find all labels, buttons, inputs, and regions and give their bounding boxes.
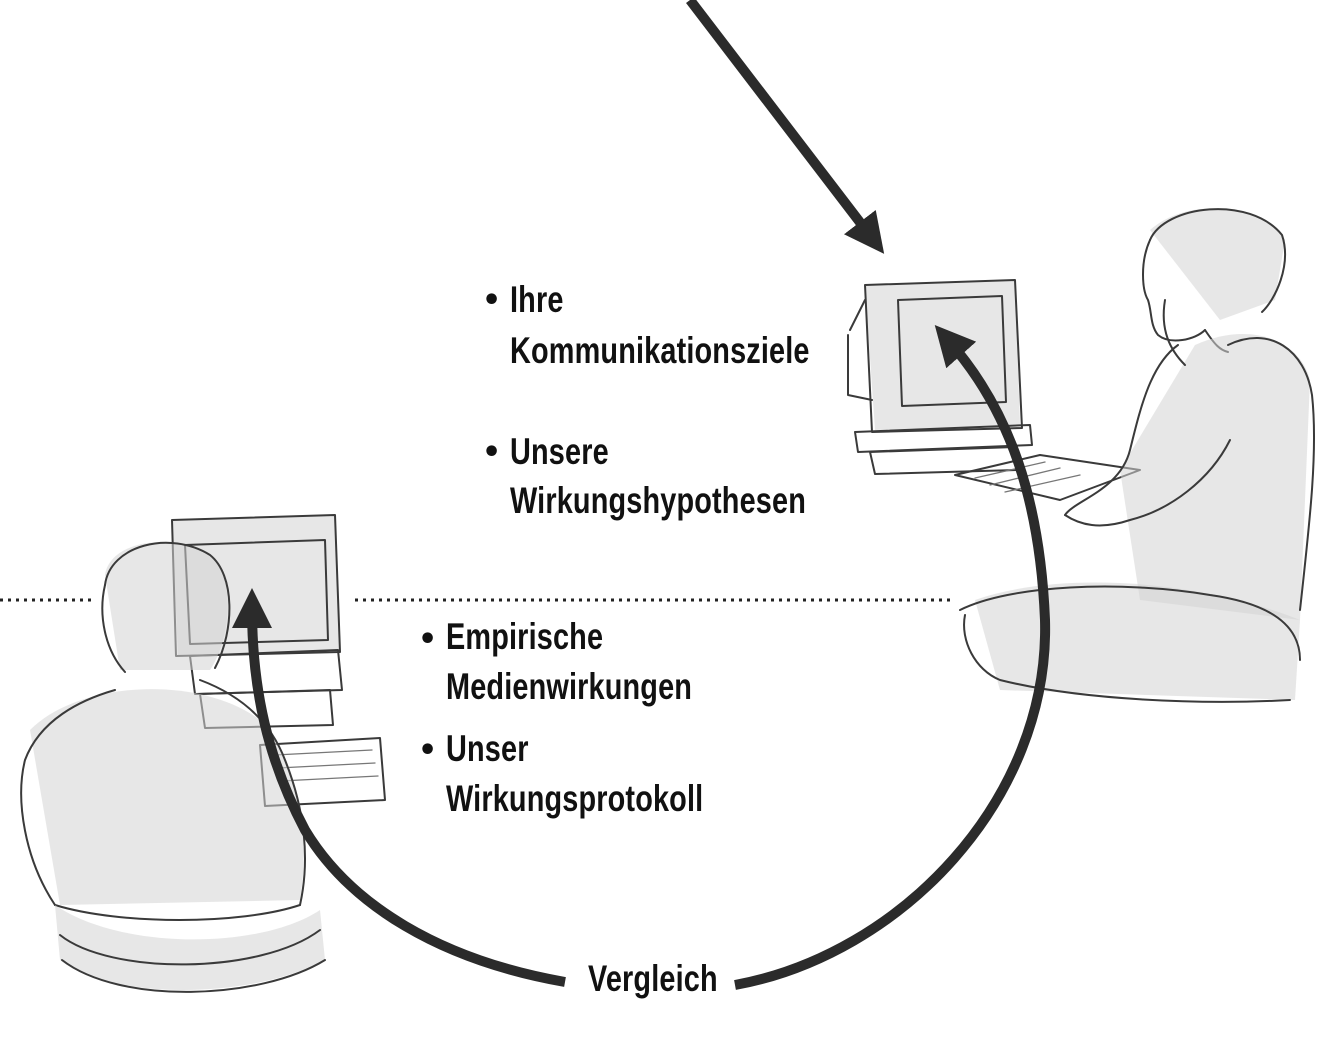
bullet-2: • — [482, 435, 501, 470]
item-1-line1: Ihre — [510, 275, 564, 325]
incoming-arrow — [690, 0, 872, 238]
bullet-1: • — [482, 283, 501, 318]
item-4-line1: Unser — [446, 724, 529, 774]
left-person-illustration — [21, 515, 385, 992]
item-4-line2: Wirkungsprotokoll — [446, 774, 703, 824]
bullet-4: • — [418, 733, 437, 768]
item-2-line2: Wirkungshypothesen — [510, 476, 806, 526]
item-3-line1: Empirische — [446, 612, 603, 662]
right-person-illustration — [848, 208, 1314, 702]
item-3-line2: Medienwirkungen — [446, 662, 692, 712]
item-2-line1: Unsere — [510, 427, 609, 477]
bullet-3: • — [418, 622, 437, 657]
item-1-line2: Kommunikationsziele — [510, 326, 810, 376]
cycle-label: Vergleich — [588, 954, 718, 1004]
